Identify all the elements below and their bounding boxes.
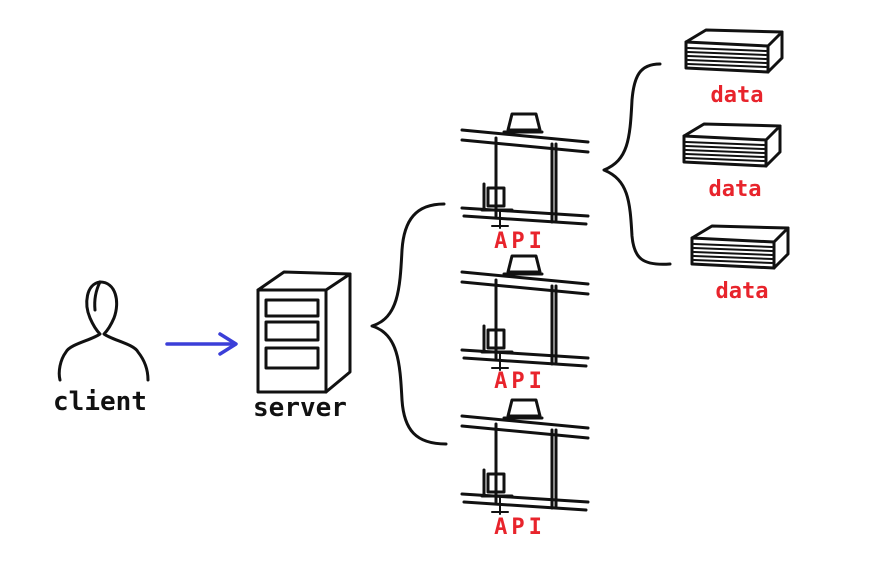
person-icon: [57, 280, 150, 382]
paper-stack-icon: [684, 28, 784, 74]
api-node-2: API: [460, 254, 590, 394]
data-node-3: data: [690, 224, 790, 304]
server-label: server: [253, 393, 347, 423]
request-arrow: [165, 332, 238, 356]
api-node-1: API: [460, 112, 590, 254]
api-label-2: API: [494, 369, 546, 394]
data-node-1: data: [684, 28, 784, 108]
server-api-brace: [370, 202, 448, 446]
client-label: client: [53, 387, 147, 417]
desk-workstation-icon: [460, 398, 590, 516]
server-tower-icon: [256, 270, 352, 394]
data-label-2: data: [709, 177, 762, 202]
data-label-1: data: [711, 83, 764, 108]
paper-stack-icon: [682, 122, 782, 168]
desk-workstation-icon: [460, 254, 590, 372]
client-node: client: [53, 280, 150, 417]
api-label-1: API: [494, 229, 546, 254]
data-label-3: data: [716, 279, 769, 304]
desk-workstation-icon: [460, 112, 590, 230]
data-node-2: data: [682, 122, 782, 202]
api-label-3: API: [494, 515, 546, 540]
api-data-brace: [602, 62, 672, 266]
paper-stack-icon: [690, 224, 790, 270]
api-node-3: API: [460, 398, 590, 540]
server-node: server: [253, 270, 352, 423]
